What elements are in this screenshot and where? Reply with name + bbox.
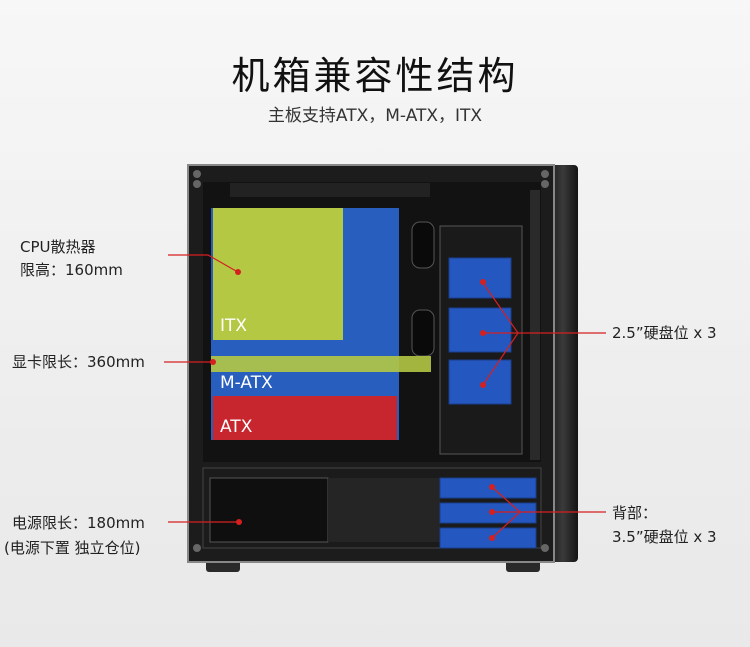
psu-length-label: 电源限长：180mm bbox=[12, 514, 145, 532]
hdd-bay-1 bbox=[439, 477, 537, 499]
psu-bay bbox=[209, 477, 329, 543]
atx-zone bbox=[213, 396, 397, 440]
cpu-cooler-label: CPU散热器 bbox=[20, 238, 96, 256]
cpu-cooler-height-label: 限高：160mm bbox=[20, 261, 123, 279]
leader-lines bbox=[164, 254, 606, 539]
hdd-bay-2 bbox=[439, 502, 537, 524]
page-title: 机箱兼容性结构 bbox=[231, 54, 519, 98]
ssd-bays-label: 2.5”硬盘位 x 3 bbox=[612, 324, 717, 342]
rear-label: 背部： bbox=[612, 504, 658, 522]
front-panel bbox=[548, 165, 578, 562]
itx-zone bbox=[213, 208, 343, 340]
ssd-bay-2 bbox=[448, 307, 512, 353]
page-subtitle: 主板支持ATX，M-ATX，ITX bbox=[267, 106, 483, 126]
hdd-bays-label: 3.5”硬盘位 x 3 bbox=[612, 528, 717, 546]
atx-zone-label: ATX bbox=[220, 417, 253, 437]
leader-dots bbox=[210, 269, 495, 541]
gpu-length-bar bbox=[211, 356, 431, 372]
top-vent bbox=[230, 183, 430, 197]
hdd-bay-3 bbox=[439, 527, 537, 549]
psu-position-label: (电源下置 独立仓位) bbox=[4, 539, 141, 557]
ssd-bay-1 bbox=[448, 257, 512, 299]
ssd-bay-3 bbox=[448, 359, 512, 405]
matx-zone-label: M-ATX bbox=[220, 373, 273, 393]
gpu-length-label: 显卡限长：360mm bbox=[12, 353, 145, 371]
itx-zone-label: ITX bbox=[220, 316, 248, 336]
